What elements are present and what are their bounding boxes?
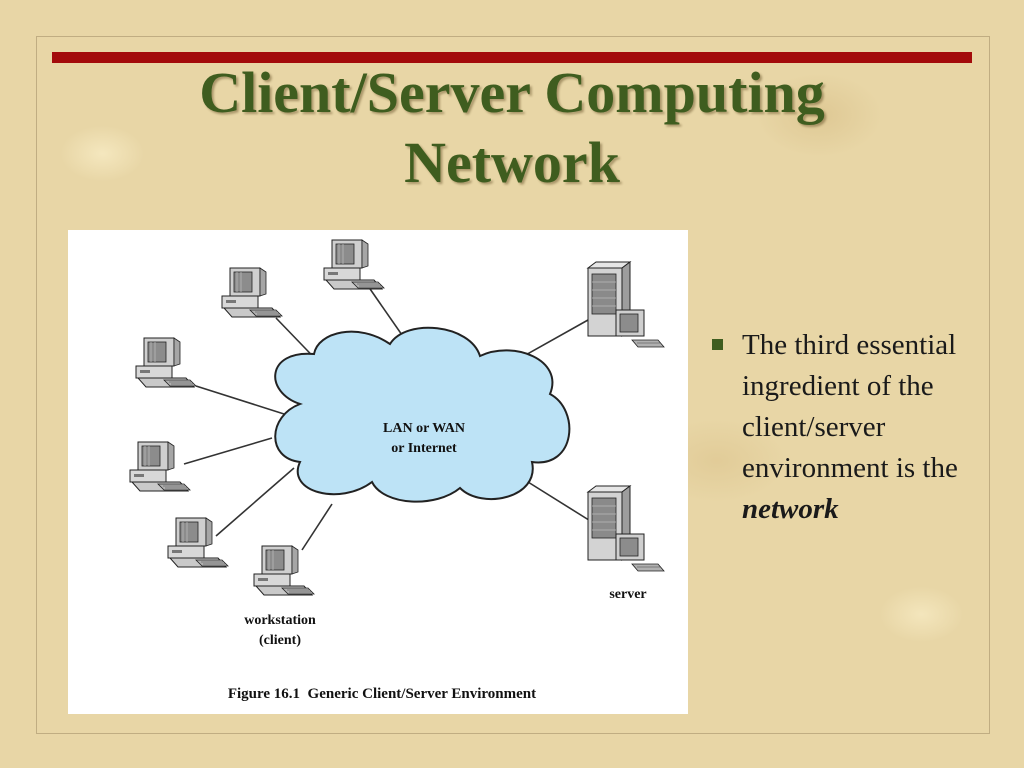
title-accent-bar xyxy=(52,52,972,63)
figure-caption: Figure 16.1 Generic Client/Server Enviro… xyxy=(228,686,536,702)
link-line xyxy=(527,481,593,523)
workstation-label-line-2: (client) xyxy=(259,633,301,648)
slide-frame xyxy=(36,36,990,734)
link-line xyxy=(195,385,285,415)
server-label: server xyxy=(609,587,646,602)
slide-title: Client/Server Computing Network xyxy=(52,58,972,198)
bullet-item: The third essential ingredient of the cl… xyxy=(742,325,1002,530)
network-cloud xyxy=(274,326,571,503)
bullet-item-text: The third essential ingredient of the cl… xyxy=(742,329,958,484)
server-computer-icon xyxy=(587,261,665,348)
bullet-square-icon xyxy=(712,339,723,350)
workstation-label-line-1: workstation xyxy=(244,613,316,628)
link-line xyxy=(301,503,333,551)
link-line xyxy=(183,437,273,465)
workstation-computer-icon xyxy=(221,267,283,318)
title-line-1: Client/Server Computing xyxy=(199,60,825,125)
workstation-computer-icon xyxy=(135,337,197,388)
bullet-item-emphasis: network xyxy=(742,493,839,525)
bullet-list: The third essential ingredient of the cl… xyxy=(712,325,1002,530)
title-line-2: Network xyxy=(404,130,620,195)
network-links xyxy=(183,285,593,551)
cloud-label-line-1: LAN or WAN xyxy=(383,421,465,436)
network-diagram: LAN or WAN or Internet workstation (clie… xyxy=(68,230,688,714)
workstation-computer-icon xyxy=(323,239,385,290)
workstation-computer-icon xyxy=(129,441,191,492)
cloud-label-line-2: or Internet xyxy=(391,441,457,456)
workstation-computer-icon xyxy=(253,545,315,596)
network-diagram-svg: LAN or WAN or Internet workstation (clie… xyxy=(129,239,665,702)
link-line xyxy=(215,467,295,537)
server-computer-icon xyxy=(587,485,665,572)
workstation-computer-icon xyxy=(167,517,229,568)
